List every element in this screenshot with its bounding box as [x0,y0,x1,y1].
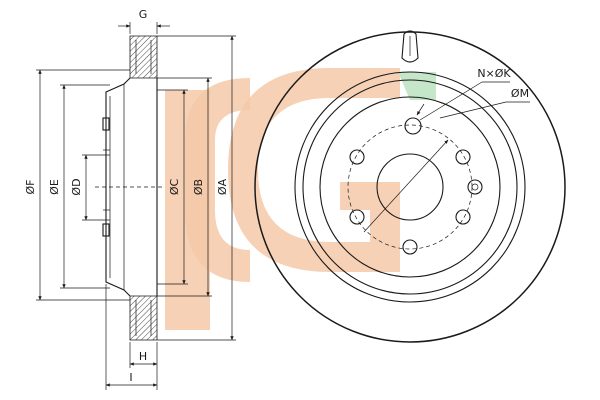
disc-front-view: N×ØK ØM [254,30,566,343]
bolt-hole [455,209,471,225]
label-e: ØE [48,179,61,195]
locating-hole [467,179,483,195]
friction-inner-circle [294,71,526,303]
label-g: G [139,8,148,21]
bolt-hole [349,209,365,225]
bolt-hole [455,149,471,165]
bolt-hole [402,239,418,255]
label-b: ØB [192,179,205,195]
bolt-hole [349,149,365,165]
top-slot [401,30,419,63]
label-i: I [129,371,132,384]
outer-circle [254,31,566,343]
label-a: ØA [216,178,229,195]
logo-green-tab [398,72,436,100]
label-f: ØF [24,180,37,195]
logo-orange-arc [185,78,250,282]
bolt-hole [404,117,422,135]
brand-logo-watermark [165,68,436,330]
friction-ring-upper [129,35,158,79]
label-nk: N×ØK [477,67,511,80]
label-c: ØC [168,179,181,196]
logo-orange-shape [228,68,400,272]
disc-section-view: G ØF ØE ØD ØC ØB ØA H I [24,8,236,390]
label-h: H [139,350,147,363]
hub-circle [319,96,501,278]
center-bore [376,153,444,221]
label-m: ØM [511,87,529,100]
friction-ring-lower [129,295,158,341]
label-d: ØD [70,178,83,195]
